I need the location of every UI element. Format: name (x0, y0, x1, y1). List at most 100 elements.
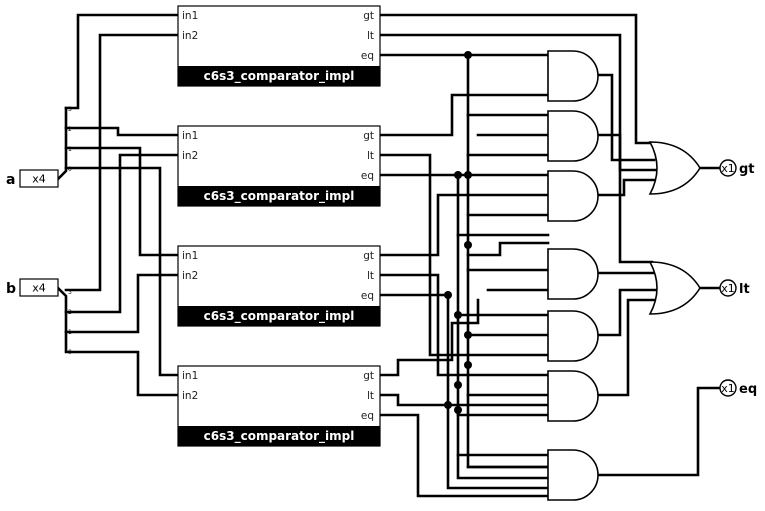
pin-name-a: a (6, 172, 15, 188)
comparator-2[interactable]: in1 in2 gt lt eq c6s3_comparator_impl (177, 125, 381, 207)
wire-and6-out (596, 298, 656, 397)
junction-dot (464, 331, 472, 339)
output-width-eq: x1 (721, 382, 735, 395)
output-name-eq: eq (739, 382, 757, 397)
port-gt: gt (363, 250, 374, 262)
wire-b-bundle (56, 286, 68, 352)
port-gt: gt (363, 370, 374, 382)
and-gate-7[interactable] (547, 449, 599, 501)
splitter-a: 3 2 1 0 (68, 106, 72, 173)
junction-dot (464, 241, 472, 249)
splitter-b-bit: 0 (68, 349, 72, 356)
splitter-b-bit: 1 (68, 329, 72, 336)
wire-c3-eq (378, 293, 550, 490)
wires (56, 13, 722, 498)
output-name-gt: gt (739, 162, 755, 177)
and-gate-1[interactable] (547, 50, 599, 102)
wire-and7-out (596, 386, 722, 477)
wire-c4-eq (378, 413, 550, 498)
comparator-1[interactable]: in1 in2 gt lt eq c6s3_comparator_impl (177, 5, 381, 87)
splitter-b-bit: 2 (68, 309, 72, 316)
wire-a3 (64, 13, 180, 110)
junction-dot (444, 401, 452, 409)
output-width-gt: x1 (721, 162, 735, 175)
wire-c2-gt (378, 93, 550, 137)
port-eq: eq (361, 410, 374, 422)
port-in1: in1 (182, 130, 198, 142)
comparator-title: c6s3_comparator_impl (204, 69, 355, 84)
wire-b0 (64, 350, 180, 397)
port-in1: in1 (182, 250, 198, 262)
input-pin-b[interactable]: b x4 (6, 278, 59, 297)
wire-and5-out (596, 288, 658, 337)
and-gate-5[interactable] (547, 310, 599, 362)
wire-and2-out (596, 133, 658, 172)
output-name-lt: lt (739, 282, 750, 297)
pin-box-a (19, 169, 59, 188)
port-gt: gt (363, 130, 374, 142)
port-lt: lt (367, 270, 374, 282)
comparator-title-bar (178, 66, 380, 86)
or-gates (648, 141, 701, 315)
output-pin-circle (719, 159, 737, 177)
junction-dot (464, 51, 472, 59)
wire-c4-gt (378, 298, 480, 377)
splitter-a-bit: 2 (68, 126, 72, 133)
junction-dot (454, 406, 462, 414)
wire-c4-lt (378, 393, 550, 407)
comparator-4[interactable]: in1 in2 gt lt eq c6s3_comparator_impl (177, 365, 381, 447)
pin-name-b: b (6, 281, 16, 297)
comparator-3[interactable]: in1 in2 gt lt eq c6s3_comparator_impl (177, 245, 381, 327)
comparator-title: c6s3_comparator_impl (204, 429, 355, 444)
comparator-title-bar (178, 186, 380, 206)
wire-c3-gt (378, 193, 550, 257)
and-gate-3[interactable] (547, 170, 599, 222)
junctions (444, 51, 472, 414)
comparator-title-bar (178, 306, 380, 326)
or-gate-lt[interactable] (648, 261, 701, 315)
port-in1: in1 (182, 10, 198, 22)
wire-b3 (64, 33, 180, 292)
comparator-title: c6s3_comparator_impl (204, 189, 355, 204)
output-pin-circle (719, 279, 737, 297)
comparator-title-bar (178, 426, 380, 446)
pin-box-b (19, 278, 59, 297)
port-in1: in1 (182, 370, 198, 382)
port-in2: in2 (182, 390, 198, 402)
and-gates (547, 50, 599, 501)
port-eq: eq (361, 170, 374, 182)
wire-and4-in1 (466, 241, 550, 257)
port-eq: eq (361, 50, 374, 62)
wire-a2 (64, 126, 180, 137)
comparator-title: c6s3_comparator_impl (204, 309, 355, 324)
wire-c2-eq-down (456, 173, 550, 480)
junction-dot (464, 171, 472, 179)
wire-a0 (64, 166, 180, 377)
and-gate-6[interactable] (547, 370, 599, 422)
splitter-a-bit: 0 (68, 166, 72, 173)
output-pin-gt[interactable]: x1 gt (719, 159, 755, 177)
or-gate-gt[interactable] (648, 141, 701, 195)
port-in2: in2 (182, 150, 198, 162)
junction-dot (464, 361, 472, 369)
port-in2: in2 (182, 270, 198, 282)
splitter-a-bit: 1 (68, 146, 72, 153)
input-pin-a[interactable]: a x4 (6, 169, 59, 188)
pin-width-a: x4 (32, 173, 46, 186)
wire-b1 (64, 273, 180, 334)
splitter-b-bit: 3 (68, 289, 72, 296)
port-eq: eq (361, 290, 374, 302)
port-lt: lt (367, 390, 374, 402)
and-gate-2[interactable] (547, 110, 599, 162)
junction-dot (454, 171, 462, 179)
output-pin-lt[interactable]: x1 lt (719, 279, 750, 297)
junction-dot (454, 311, 462, 319)
output-pin-eq[interactable]: x1 eq (719, 379, 757, 397)
port-gt: gt (363, 10, 374, 22)
and-gate-4[interactable] (547, 248, 599, 300)
wire-c1-gt (378, 13, 654, 145)
splitter-b: 3 2 1 0 (68, 289, 72, 356)
output-pin-circle (719, 379, 737, 397)
